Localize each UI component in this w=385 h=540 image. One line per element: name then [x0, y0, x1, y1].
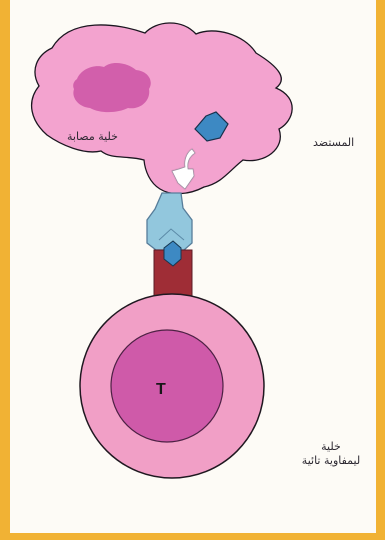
t-cell-receptor [147, 193, 192, 250]
t-cell-label-line1: خلية [298, 440, 364, 454]
t-marker-label: T [156, 380, 166, 400]
antigen-label: المستضد [313, 136, 354, 150]
infected-cell [32, 23, 293, 194]
infected-cell-label: خلية مصابة [67, 130, 118, 144]
t-cell-label-line2: ليمفاوية تائية [298, 454, 364, 468]
t-cell-label: خلية ليمفاوية تائية [298, 440, 364, 468]
t-cell-nucleus [111, 330, 223, 442]
